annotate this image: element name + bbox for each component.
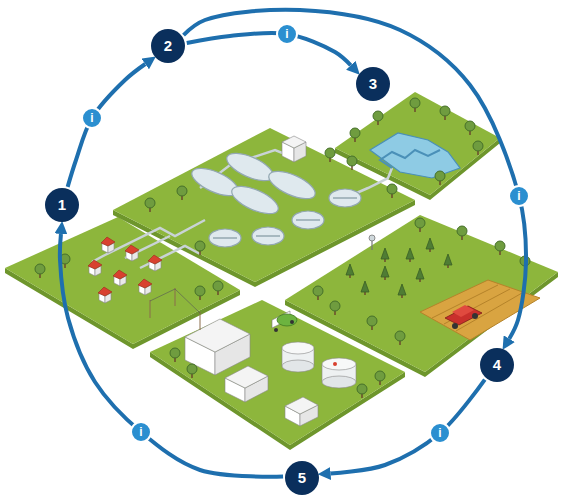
tree	[187, 364, 197, 378]
combine-harvester	[445, 305, 482, 329]
storage-tank	[282, 342, 356, 388]
tree	[330, 301, 340, 315]
tree	[415, 218, 425, 232]
pine-tree	[406, 248, 414, 262]
pipe	[92, 220, 205, 262]
houses	[88, 237, 162, 303]
pine-tree	[416, 268, 424, 282]
step-number-circle: 1	[45, 188, 79, 222]
tree	[457, 226, 467, 240]
house	[113, 270, 127, 286]
tree	[395, 331, 405, 345]
info-badge: i	[508, 185, 530, 207]
cycle-arrow	[60, 234, 283, 477]
tree	[440, 106, 450, 120]
tree	[177, 186, 187, 200]
step-number: 4	[493, 357, 501, 374]
tree	[347, 156, 357, 170]
tree	[195, 286, 205, 300]
tree	[473, 141, 483, 155]
cycle-arrow	[187, 33, 351, 66]
pine-tree	[426, 238, 434, 252]
ground-tiles	[5, 92, 558, 450]
info-badge: i	[130, 421, 152, 443]
trees	[35, 98, 530, 398]
treatment-plant	[188, 136, 361, 247]
info-letter: i	[517, 190, 520, 202]
house	[148, 255, 162, 271]
tree	[313, 286, 323, 300]
clarifier-bridge	[213, 198, 357, 238]
wetland-tile	[335, 92, 500, 195]
pond	[370, 133, 460, 178]
pine-tree	[361, 281, 369, 295]
step-number: 2	[164, 38, 172, 55]
tanker-truck	[272, 311, 297, 332]
info-letter: i	[438, 427, 441, 439]
power-line	[150, 288, 200, 330]
cycle-arrow	[184, 10, 527, 339]
constructed-wetland	[370, 133, 460, 178]
tree	[375, 371, 385, 385]
industry-tile	[150, 300, 405, 445]
tree	[170, 348, 180, 362]
tree	[357, 384, 367, 398]
control-building	[282, 136, 306, 162]
channel	[380, 150, 440, 168]
info-badge: i	[429, 422, 451, 444]
tree	[35, 264, 45, 278]
info-letter: i	[285, 28, 288, 40]
tree	[495, 241, 505, 255]
pine-tree	[381, 266, 389, 280]
step-number-circle: 3	[356, 67, 390, 101]
cycle-arrow	[331, 380, 485, 474]
pine-tree	[398, 284, 406, 298]
tree	[373, 111, 383, 125]
house	[101, 237, 115, 253]
pine-tree	[381, 248, 389, 262]
tree	[350, 128, 360, 142]
cycle-arrow	[68, 64, 146, 187]
factory	[185, 319, 318, 426]
house	[88, 260, 102, 276]
tree	[465, 121, 475, 135]
tree	[213, 281, 223, 295]
tree	[325, 148, 335, 162]
house	[138, 279, 152, 295]
tree	[195, 241, 205, 255]
info-badge: i	[276, 23, 298, 45]
info-letter: i	[90, 112, 93, 124]
clarifier	[209, 189, 361, 247]
tree	[367, 316, 377, 330]
step-number: 1	[58, 197, 66, 214]
sprinkler	[369, 235, 375, 250]
house	[98, 287, 112, 303]
info-badge: i	[81, 107, 103, 129]
tree	[410, 98, 420, 112]
tree	[145, 198, 155, 212]
house	[125, 245, 139, 261]
step-number-circle: 4	[480, 348, 514, 382]
step-number: 3	[369, 76, 377, 93]
pine-tree	[346, 264, 354, 278]
info-letter: i	[139, 426, 142, 438]
step-number: 5	[298, 470, 306, 487]
tree	[435, 171, 445, 185]
step-number-circle: 2	[151, 29, 185, 63]
step-number-circle: 5	[285, 461, 319, 495]
tree	[387, 184, 397, 198]
pine-tree	[444, 254, 452, 268]
